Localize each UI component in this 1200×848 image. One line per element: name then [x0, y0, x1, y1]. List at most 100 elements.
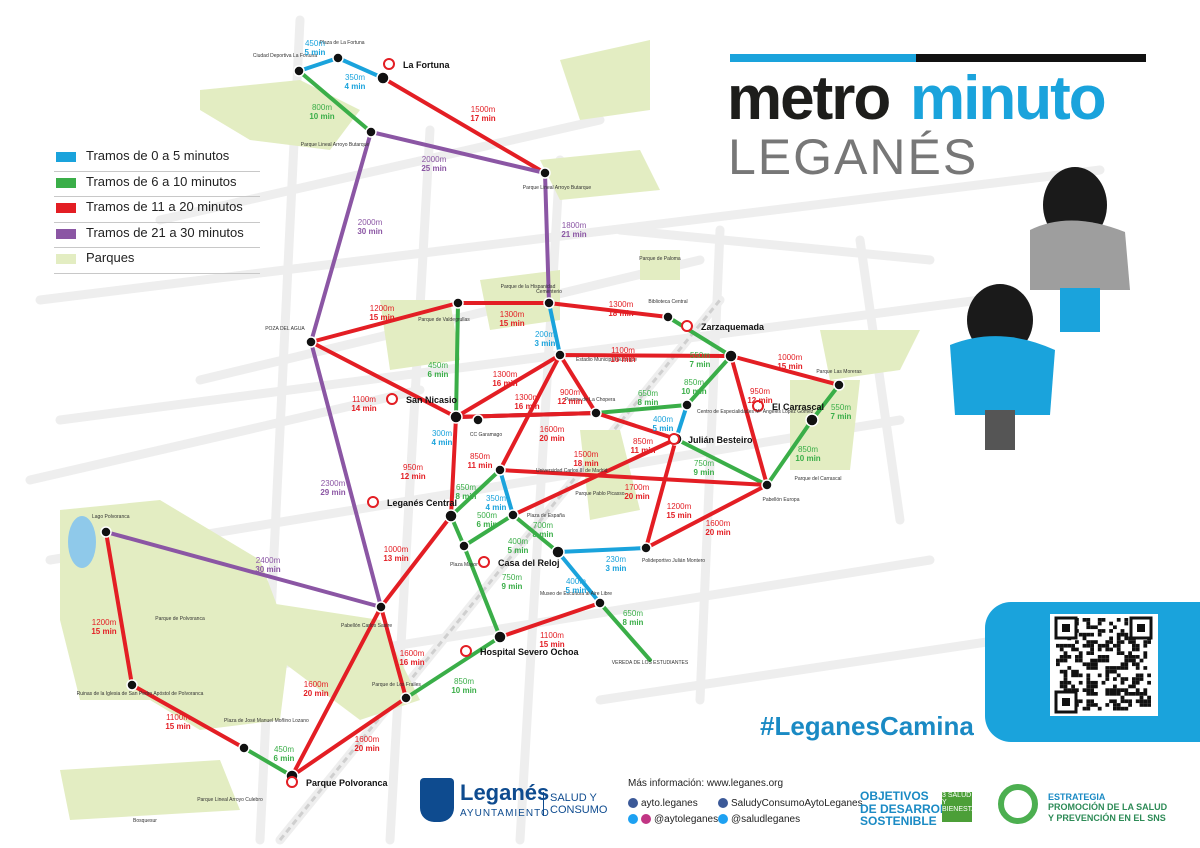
station-node [238, 742, 250, 754]
qr-module [1063, 643, 1068, 648]
qr-module [1105, 688, 1110, 692]
twitter-instagram-link-ayto[interactable]: @aytoleganes [628, 814, 718, 825]
qr-module [1063, 658, 1068, 663]
qr-module [1105, 655, 1110, 659]
qr-module [1090, 643, 1094, 648]
segment-distance: 1300m [500, 310, 525, 319]
qr-module [1067, 643, 1072, 648]
segment-distance: 1000m [384, 545, 409, 554]
qr-module [1063, 688, 1068, 692]
qr-module [1090, 651, 1094, 655]
header-bar-black [916, 54, 1146, 62]
station-label: Parque Lineal Arroyo Culebro [197, 797, 263, 803]
legend-label: Tramos de 21 a 30 minutos [86, 224, 244, 240]
station-nodes [100, 52, 845, 788]
qr-module [1139, 703, 1144, 707]
segment-time: 4 min [486, 503, 507, 512]
legend-swatch-green [56, 177, 76, 188]
street [855, 235, 905, 525]
walking-people-illustration [950, 167, 1130, 450]
qr-module [1056, 662, 1060, 667]
qr-module [1094, 666, 1098, 670]
qr-module [1124, 699, 1129, 704]
legend-swatch-blue [56, 152, 76, 162]
segment-distance: 550m [690, 351, 710, 360]
qr-module [1059, 680, 1064, 685]
segment-line [104, 530, 134, 687]
qr-code[interactable] [1050, 614, 1158, 716]
qr-module [1105, 647, 1110, 652]
qr-module [1086, 677, 1091, 681]
segment-distance: 400m [566, 577, 586, 586]
segment-line [309, 301, 460, 344]
qr-module [1143, 651, 1148, 655]
qr-module [1101, 643, 1106, 648]
qr-module [1128, 640, 1132, 644]
station-node [400, 692, 412, 704]
station-node [452, 297, 464, 309]
qr-module [1063, 677, 1068, 681]
facebook-link-ayto[interactable]: ayto.leganes [628, 798, 698, 809]
segment-distance: 200m [535, 330, 555, 339]
segment-line [644, 437, 678, 550]
facebook-handle: SaludyConsumoAytoLeganes [731, 798, 863, 809]
segment-line [594, 411, 678, 441]
segment-line [765, 418, 814, 487]
station-label: Ciudad Deportiva La Fortuna [253, 53, 317, 59]
segment-distance: 1300m [609, 300, 634, 309]
segment-distance: 1200m [667, 502, 692, 511]
segment-time: 29 min [320, 488, 345, 497]
qr-module [1147, 680, 1151, 685]
segment-distance: 300m [432, 429, 452, 438]
legend-swatch-park [56, 254, 76, 265]
station-label: Hospital Severo Ochoa [480, 647, 580, 657]
leganes-shield-icon [420, 778, 454, 822]
station-label: POZA DEL AGUA [265, 326, 305, 332]
qr-module [1097, 673, 1102, 678]
station-node [662, 311, 674, 323]
qr-module [1067, 655, 1072, 659]
qr-module [1120, 640, 1125, 644]
twitter-link-salud[interactable]: @saludleganes [718, 814, 800, 825]
qr-module [1086, 673, 1091, 678]
route-segments [104, 56, 841, 778]
qr-module [1078, 673, 1083, 678]
qr-module [1135, 666, 1140, 670]
segment-line [644, 483, 769, 550]
metro-station-icon [460, 645, 472, 657]
qr-module [1116, 703, 1121, 707]
facebook-link-salud[interactable]: SaludyConsumoAytoLeganes [718, 798, 863, 809]
twitter-handle: @aytoleganes [654, 814, 719, 825]
more-info-text[interactable]: Más información: www.leganes.org [628, 778, 784, 789]
qr-module [1120, 666, 1125, 670]
station-label: Julián Besteiro [688, 435, 753, 445]
segment-line [498, 353, 562, 472]
qr-module [1075, 647, 1079, 652]
qr-module [1075, 673, 1079, 678]
station-label: Parque de Polvoranca [155, 616, 205, 622]
segment-line [547, 301, 670, 319]
segment-time: 15 min [369, 313, 394, 322]
qr-module [1139, 677, 1144, 681]
station-node [126, 679, 138, 691]
segment-time: 8 min [638, 398, 659, 407]
segment-distance: 2000m [358, 218, 383, 227]
station-node [539, 167, 551, 179]
qr-module [1082, 618, 1087, 622]
segment-time: 17 min [470, 114, 495, 123]
qr-module [1116, 636, 1121, 641]
segment-time: 30 min [357, 227, 382, 236]
segment-line [379, 514, 453, 609]
